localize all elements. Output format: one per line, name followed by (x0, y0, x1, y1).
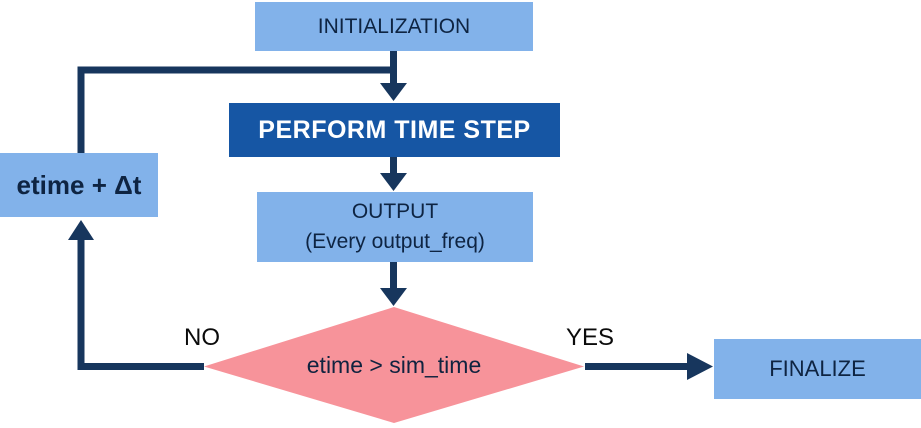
arrowhead-down-into-perform (380, 83, 407, 101)
node-output-line1: OUTPUT (351, 199, 439, 223)
node-finalize: FINALIZE (714, 339, 921, 399)
node-initialization-label: INITIALIZATION (317, 14, 471, 38)
node-initialization: INITIALIZATION (255, 2, 533, 51)
node-perform-time-step: PERFORM TIME STEP (229, 103, 560, 157)
node-finalize-label: FINALIZE (769, 356, 866, 381)
arrowhead-down-into-decision (380, 288, 407, 306)
branch-label-yes: YES (566, 324, 615, 351)
arrowhead-down-into-output (380, 173, 407, 191)
connector-loop-return (77, 66, 397, 153)
node-output-line2: (Every output_freq) (305, 230, 485, 253)
branch-label-no: NO (184, 324, 220, 351)
node-perform-time-step-label: PERFORM TIME STEP (258, 115, 531, 144)
connector-no-path (77, 238, 204, 370)
node-output-label: OUTPUT (Every output_freq) (305, 197, 485, 258)
node-output: OUTPUT (Every output_freq) (257, 192, 533, 262)
decision-diamond (204, 307, 584, 423)
arrowhead-up-into-etime (68, 220, 94, 240)
arrowhead-right-into-finalize (687, 353, 713, 380)
decision-condition-label: etime > sim_time (306, 352, 482, 378)
node-etime-update-label: etime + Δt (16, 169, 142, 200)
node-etime-update: etime + Δt (0, 153, 158, 217)
